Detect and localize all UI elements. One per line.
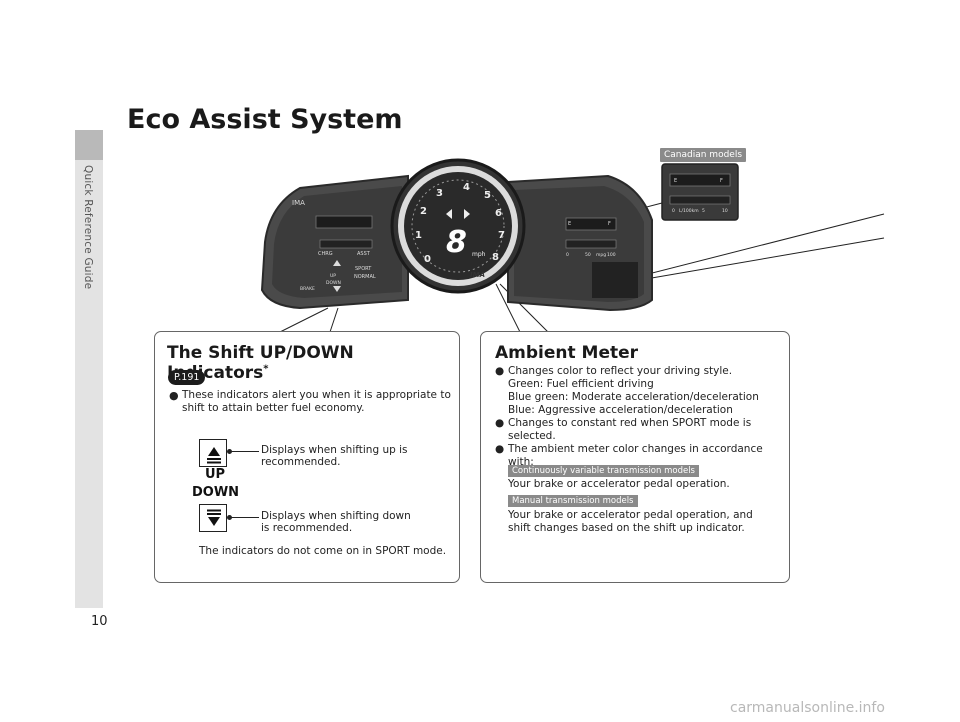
shift-up-callout: Displays when shifting up is recommended… <box>261 444 408 468</box>
panel-up-label: UP <box>330 273 336 279</box>
canadian-fuel-e: E <box>674 178 677 184</box>
shift-heading-mark: * <box>263 363 269 375</box>
manual-models-text: Your brake or accelerator pedal operatio… <box>508 509 753 534</box>
manual-models-tag: Manual transmission models <box>508 495 638 507</box>
page-title: Eco Assist System <box>127 104 403 135</box>
section-side-label: Quick Reference Guide <box>82 165 94 290</box>
watermark: carmanualsonline.info <box>730 700 885 716</box>
brake-label: BRAKE <box>300 286 315 292</box>
shift-footnote: The indicators do not come on in SPORT m… <box>199 545 447 557</box>
cvt-models-tag: Continuously variable transmission model… <box>508 465 699 477</box>
left-pod-ima-text: IMA <box>292 199 305 207</box>
bullet-dot: ● <box>169 389 179 402</box>
mpg-unit: mpg <box>596 253 606 258</box>
tach-3: 3 <box>436 188 443 199</box>
tach-7: 7 <box>498 230 505 241</box>
ambient-item-2-text: Changes to constant red when SPORT mode … <box>508 417 752 442</box>
turn-right-arrow-icon <box>464 209 470 219</box>
tach-8: 8 <box>492 252 499 263</box>
canadian-fuel-f: F <box>720 178 723 184</box>
panel-down-arrow <box>333 286 341 292</box>
bullet-dot: ● <box>495 443 505 455</box>
ambient-heading: Ambient Meter <box>495 343 639 363</box>
cvt-models-text: Your brake or accelerator pedal operatio… <box>508 478 730 490</box>
leader-shift-left <box>279 307 329 333</box>
mpg-scale-0: 0 <box>566 252 569 258</box>
canadian-efficiency-bar <box>669 195 731 205</box>
mpg-scale-100: 100 <box>607 252 616 258</box>
turn-left-arrow-icon <box>446 209 452 219</box>
shift-heading: The Shift UP/DOWN Indicators* <box>167 343 459 383</box>
bullet-dot: ● <box>495 417 505 429</box>
sport-label: SPORT <box>355 266 372 272</box>
ima-logo: IMA <box>470 271 485 279</box>
shift-bullet-text: These indicators alert you when it is ap… <box>182 389 451 414</box>
tach-6: 6 <box>495 208 502 219</box>
ambient-color-green: Green: Fuel efficient driving <box>508 378 654 390</box>
page-number: 10 <box>91 614 108 629</box>
shift-bullet: ● These indicators alert you when it is … <box>169 389 454 415</box>
canadian-fuel-gauge <box>669 173 731 187</box>
section-tab <box>75 130 103 160</box>
panel-down-label: DOWN <box>326 280 341 286</box>
page-reference-link[interactable]: P.191 <box>168 370 206 385</box>
ambient-item-2: ● Changes to constant red when SPORT mod… <box>495 417 783 443</box>
normal-label: NORMAL <box>354 274 376 280</box>
charge-assist-bar <box>319 239 373 249</box>
tach-ticks <box>411 179 505 273</box>
leader-ambient-right <box>495 283 521 333</box>
ambient-item-1-text: Changes color to reflect your driving st… <box>508 365 733 377</box>
up-label: UP <box>205 467 226 482</box>
shift-down-indicator-icon <box>199 504 227 532</box>
down-leader-line <box>227 515 259 520</box>
panel-up-arrow <box>333 260 341 266</box>
fuel-f: F <box>608 221 611 227</box>
leader-ambient-lower <box>639 237 885 281</box>
side-band <box>75 130 103 608</box>
tach-0: 0 <box>424 254 431 265</box>
bullet-dot: ● <box>495 365 505 377</box>
shift-up-indicator-icon <box>199 439 227 467</box>
canadian-scale-0: 0 <box>672 208 675 214</box>
ima-bar-top <box>315 215 373 229</box>
canadian-unit: L/100km <box>679 208 699 214</box>
ambient-color-blue: Blue: Aggressive acceleration/decelerati… <box>508 404 733 416</box>
speed-unit: mph <box>472 251 486 258</box>
mpg-bar <box>565 239 617 249</box>
fuel-e: E <box>568 221 571 227</box>
asst-label: ASST <box>357 251 371 257</box>
right-pod-screen <box>592 262 638 298</box>
down-label: DOWN <box>192 485 240 500</box>
ambient-meter-box: Ambient Meter ● Changes color to reflect… <box>480 331 790 583</box>
canadian-scale-5: 5 <box>702 208 705 214</box>
chrg-label: CHRG <box>318 251 333 257</box>
up-leader-line <box>227 449 259 454</box>
ambient-list: ● Changes color to reflect your driving … <box>495 365 783 469</box>
tach-1: 1 <box>415 230 422 241</box>
tach-2: 2 <box>420 206 427 217</box>
canadian-scale-10: 10 <box>722 208 728 214</box>
ambient-color-blue-green: Blue green: Moderate acceleration/decele… <box>508 391 759 403</box>
mpg-scale-50: 50 <box>585 252 591 258</box>
shift-indicator-box: The Shift UP/DOWN Indicators* P.191 ● Th… <box>154 331 460 583</box>
fuel-gauge <box>565 217 617 231</box>
digital-speed: 8 <box>446 225 467 260</box>
canadian-models-tag: Canadian models <box>660 148 747 162</box>
tach-4: 4 <box>463 182 470 193</box>
shift-down-callout: Displays when shifting down is recommend… <box>261 510 411 534</box>
ambient-item-1: ● Changes color to reflect your driving … <box>495 365 783 378</box>
leader-shift-right <box>329 307 339 333</box>
tach-5: 5 <box>484 190 491 201</box>
speedometer-face <box>404 172 512 280</box>
